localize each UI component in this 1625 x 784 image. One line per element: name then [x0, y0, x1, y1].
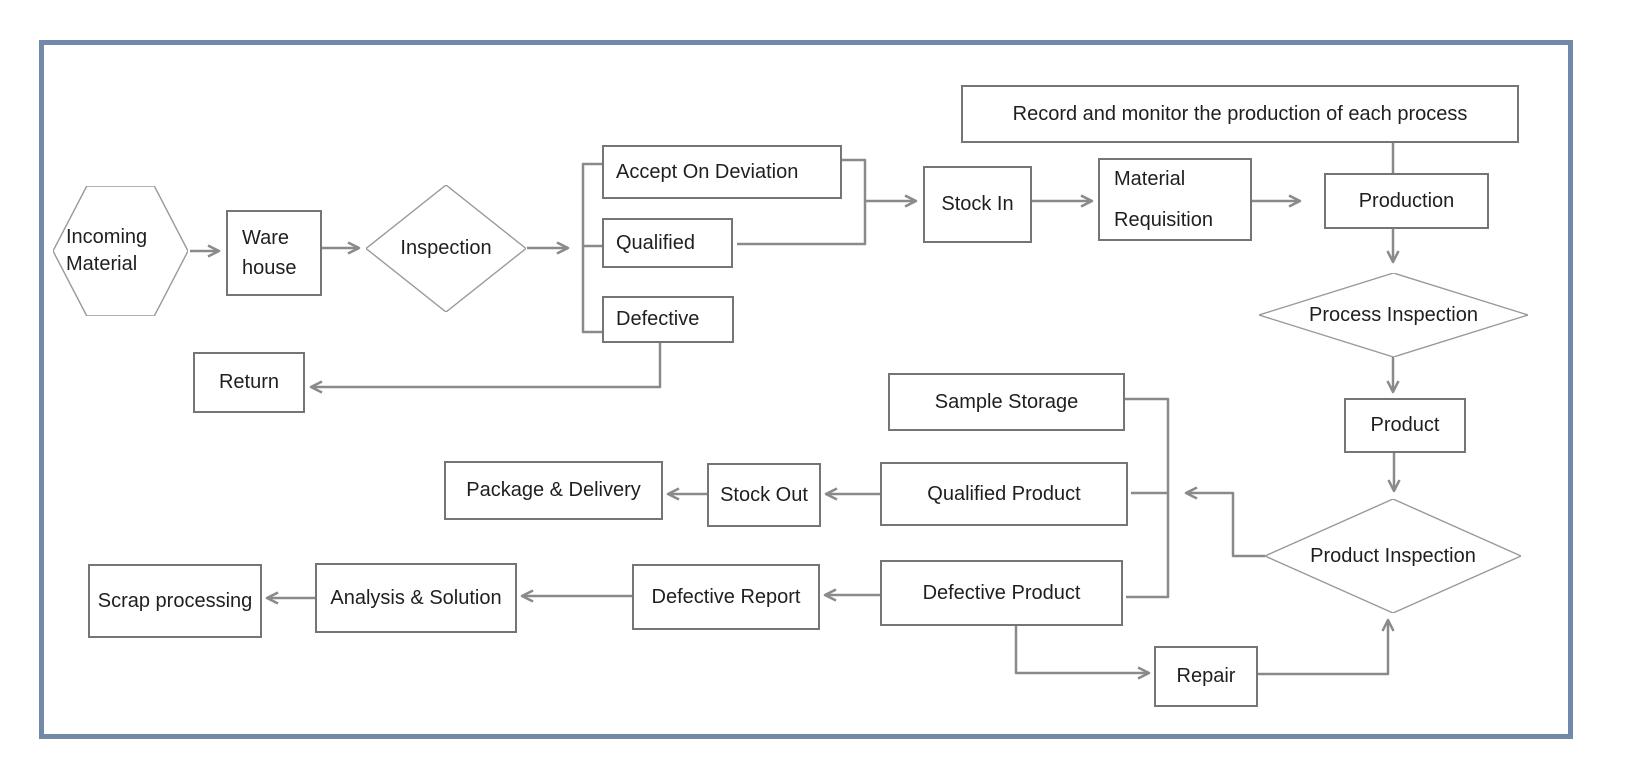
- node-label: Material Requisition: [1114, 167, 1213, 231]
- node-label: Process Inspection: [1309, 303, 1478, 326]
- edge-product-inspection-to-result-bracket: [1184, 486, 1265, 558]
- node-accept-on-deviation: Accept On Deviation: [602, 145, 842, 199]
- node-qualified-product: Qualified Product: [880, 462, 1128, 526]
- node-sample-storage: Sample Storage: [888, 373, 1125, 431]
- node-label: Analysis & Solution: [330, 586, 502, 609]
- node-production: Production: [1324, 173, 1489, 229]
- node-inspection: Inspection: [366, 185, 526, 312]
- edge-defective-product-to-repair: [1014, 626, 1151, 680]
- node-defective-report: Defective Report: [632, 564, 820, 630]
- node-process-inspection: Process Inspection: [1259, 273, 1528, 357]
- node-label: Package & Delivery: [466, 479, 641, 501]
- node-label: Repair: [1176, 665, 1236, 687]
- node-label: Return: [218, 371, 280, 393]
- diamond-shape: [366, 185, 526, 312]
- node-warehouse: Ware house: [226, 210, 322, 296]
- diamond-shape: [1265, 499, 1521, 613]
- node-package-delivery: Package & Delivery: [444, 461, 663, 520]
- edge-defective-to-return: [309, 343, 662, 394]
- bracket-inspection-branches: [581, 162, 602, 334]
- page-border: [39, 40, 1573, 739]
- node-material-requisition: Material Requisition: [1098, 158, 1252, 241]
- node-label: Defective Product: [922, 581, 1081, 604]
- node-record-monitor: Record and monitor the production of eac…: [961, 85, 1519, 143]
- node-analysis-solution: Analysis & Solution: [315, 563, 517, 633]
- node-label: Qualified: [616, 231, 695, 254]
- node-label: Product Inspection: [1310, 544, 1476, 567]
- node-qualified: Qualified: [602, 218, 733, 268]
- diamond-shape: [1259, 273, 1528, 357]
- node-incoming-material: Incoming Material: [53, 186, 188, 316]
- node-repair: Repair: [1154, 646, 1258, 707]
- node-label: Product: [1370, 414, 1440, 436]
- node-label: Stock Out: [720, 483, 808, 506]
- node-label: Inspection: [400, 237, 492, 259]
- node-product-inspection: Product Inspection: [1265, 499, 1521, 613]
- node-stock-in: Stock In: [923, 166, 1032, 243]
- node-label: Scrap processing: [97, 589, 253, 612]
- node-label: Defective Report: [651, 585, 801, 608]
- node-label: Sample Storage: [934, 390, 1079, 413]
- node-label: Record and monitor the production of eac…: [1012, 102, 1468, 125]
- node-defective-product: Defective Product: [880, 560, 1123, 626]
- node-label: Qualified Product: [927, 482, 1081, 505]
- node-scrap-processing: Scrap processing: [88, 564, 262, 638]
- bracket-inspection-results: [1125, 397, 1170, 599]
- node-label: Production: [1358, 189, 1455, 212]
- node-label: Stock In: [941, 193, 1014, 215]
- node-label: Incoming Material: [66, 226, 148, 275]
- node-product: Product: [1344, 398, 1466, 453]
- node-label: Accept On Deviation: [616, 160, 799, 183]
- node-stock-out: Stock Out: [707, 463, 821, 527]
- node-defective: Defective: [602, 296, 734, 343]
- edge-repair-to-product-inspection: [1258, 618, 1395, 676]
- hexagon-shape: [53, 186, 188, 316]
- node-label: Ware house: [242, 227, 297, 279]
- node-return: Return: [193, 352, 305, 413]
- node-label: Defective: [616, 308, 700, 330]
